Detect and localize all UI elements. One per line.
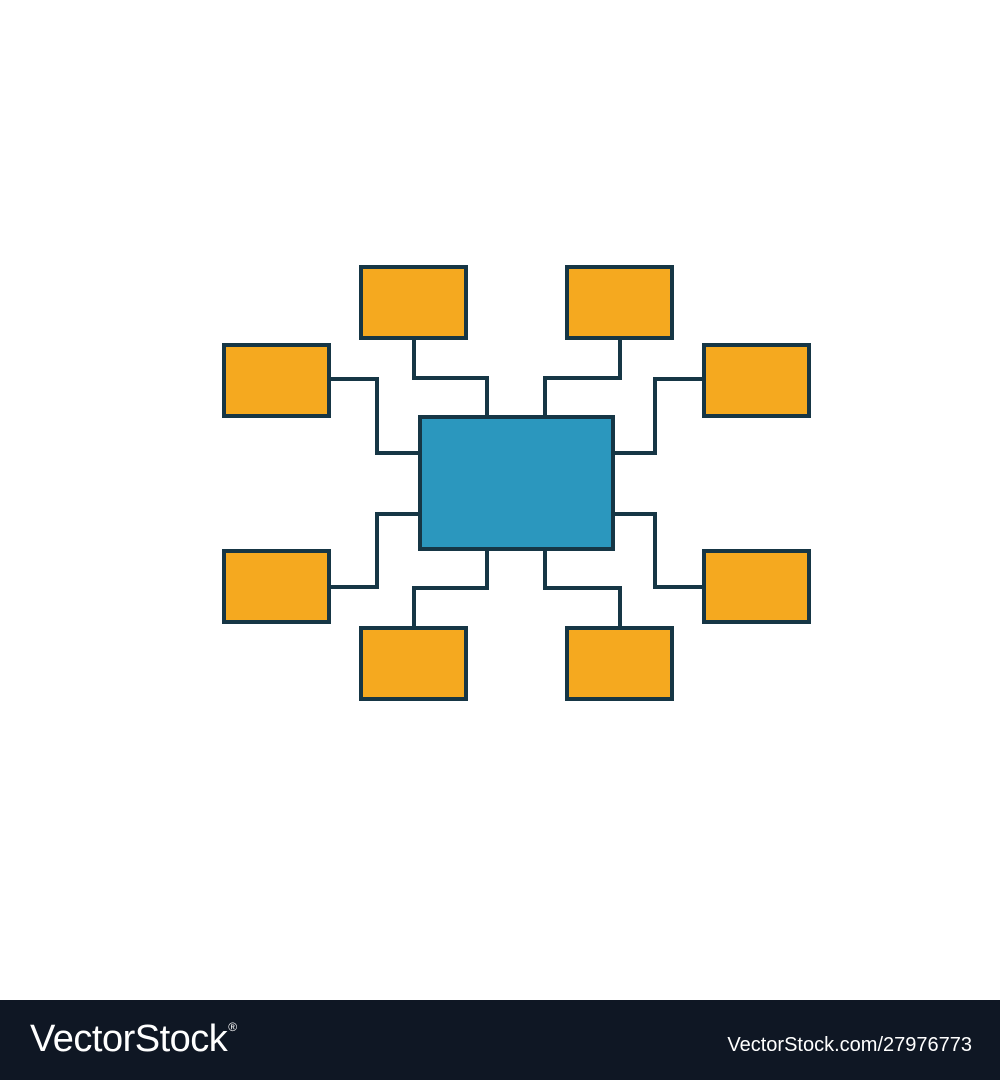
- node-right-lower: [702, 549, 811, 624]
- registered-mark: ®: [228, 1020, 237, 1034]
- connector-top-right-inner: [543, 340, 622, 416]
- node-hub: [418, 415, 615, 551]
- node-bottom-right-inner: [565, 626, 674, 701]
- brand-text: VectorStock: [30, 1018, 228, 1060]
- connector-right-lower: [614, 512, 703, 589]
- connector-right-upper: [614, 377, 703, 455]
- hub-diagram: [222, 265, 811, 701]
- node-bottom-left-inner: [359, 626, 468, 701]
- footer-bar: VectorStock® VectorStock.com/27976773: [0, 1000, 1000, 1080]
- node-top-left-inner: [359, 265, 468, 340]
- node-top-right-inner: [565, 265, 674, 340]
- diagram-nodes: [222, 265, 811, 701]
- connector-top-left-inner: [412, 340, 489, 416]
- connector-bottom-left-inner: [412, 550, 489, 627]
- diagram-canvas: [222, 265, 811, 701]
- connector-lines: [330, 340, 703, 627]
- node-left-upper: [222, 343, 331, 418]
- connector-bottom-right-inner: [543, 550, 622, 627]
- vectorstock-logo: VectorStock®: [30, 1018, 237, 1061]
- connector-left-upper: [330, 377, 418, 455]
- image-id: VectorStock.com/27976773: [727, 1034, 972, 1056]
- node-right-upper: [702, 343, 811, 418]
- connector-left-lower: [330, 512, 418, 589]
- node-left-lower: [222, 549, 331, 624]
